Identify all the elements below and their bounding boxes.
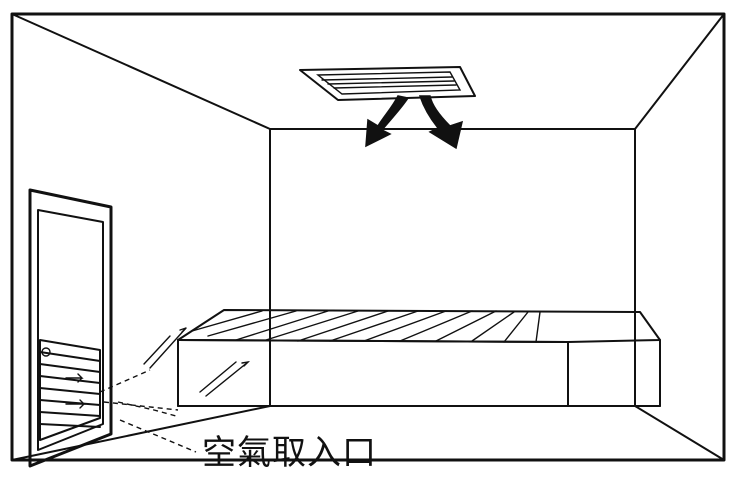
door-louver: [39, 339, 101, 441]
airflow-arrow-left: [365, 95, 410, 148]
inlet-label: 空氣取入口: [202, 433, 377, 473]
bed: [177, 309, 661, 407]
bed-slats: [191, 310, 541, 343]
ceiling-vent: [299, 66, 476, 101]
room-frame: [10, 12, 726, 462]
airflow-arrow-right: [418, 95, 464, 150]
inlet-arrows: [99, 327, 251, 411]
door: [28, 188, 113, 468]
inlet-leader-line: [117, 401, 197, 453]
room-walls: [11, 13, 725, 461]
